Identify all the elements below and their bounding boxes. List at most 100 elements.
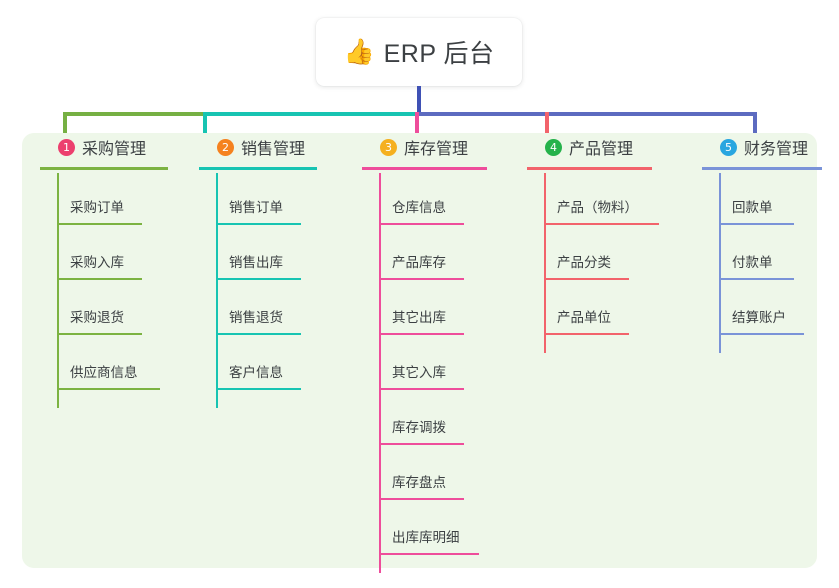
root-node-card[interactable]: 👍 ERP 后台: [316, 18, 522, 86]
column-rule-3: [362, 167, 487, 170]
list-item-label: 产品分类: [557, 255, 611, 270]
list-item-rule: [216, 223, 301, 225]
drop-col-5: [753, 112, 757, 145]
list-item-rule: [544, 333, 629, 335]
list-item[interactable]: 采购入库: [40, 225, 168, 280]
list-item[interactable]: 仓库信息: [362, 170, 487, 225]
list-item-rule: [379, 333, 464, 335]
list-item-rule: [719, 278, 794, 280]
column-items-1: 采购订单采购入库采购退货供应商信息: [40, 170, 168, 390]
column-items-5: 回款单付款单结算账户: [702, 170, 822, 335]
column-title-2: 销售管理: [241, 141, 306, 158]
list-item[interactable]: 结算账户: [702, 280, 822, 335]
column-rule-2: [199, 167, 317, 170]
list-item-rule: [216, 278, 301, 280]
list-item-label: 结算账户: [732, 310, 786, 325]
column-spine-4: [544, 173, 546, 353]
list-item-label: 采购订单: [70, 200, 124, 215]
list-item[interactable]: 产品库存: [362, 225, 487, 280]
list-item-rule: [379, 498, 464, 500]
list-item[interactable]: 销售出库: [199, 225, 317, 280]
list-item-label: 产品（物料）: [557, 200, 638, 215]
column-1: 1 采购管理采购订单采购入库采购退货供应商信息: [40, 133, 168, 408]
list-item[interactable]: 销售订单: [199, 170, 317, 225]
list-item-rule: [57, 388, 160, 390]
list-item-label: 产品单位: [557, 310, 611, 325]
list-item-label: 库存调拨: [392, 420, 446, 435]
column-badge-1: 1: [58, 138, 75, 156]
list-item[interactable]: 销售退货: [199, 280, 317, 335]
column-title-5: 财务管理: [744, 141, 809, 158]
bus-blue: [418, 112, 755, 116]
bus-green: [63, 112, 203, 116]
list-item[interactable]: 库存调拨: [362, 390, 487, 445]
list-item-rule: [57, 278, 142, 280]
drop-col-1: [63, 112, 67, 145]
list-item[interactable]: 产品（物料）: [527, 170, 659, 225]
list-item-label: 出库库明细: [392, 530, 460, 545]
list-item[interactable]: 供应商信息: [40, 335, 168, 390]
root-node-title: ERP 后台: [383, 40, 495, 68]
list-item-rule: [216, 333, 301, 335]
list-item[interactable]: 客户信息: [199, 335, 317, 390]
column-title-3: 库存管理: [404, 141, 469, 158]
column-spine-2: [216, 173, 218, 408]
list-item[interactable]: 产品分类: [527, 225, 652, 280]
list-item-rule: [544, 278, 629, 280]
column-badge-2: 2: [217, 138, 234, 156]
list-item[interactable]: 产品单位: [527, 280, 652, 335]
diagram-panel: 1 采购管理采购订单采购入库采购退货供应商信息 2 销售管理销售订单销售出库销售退货客…: [22, 133, 822, 573]
column-title-4: 产品管理: [569, 141, 634, 158]
list-item[interactable]: 库存盘点: [362, 445, 487, 500]
column-items-4: 产品（物料） 产品分类产品单位: [527, 170, 659, 335]
thumbs-up-icon: 👍: [343, 37, 375, 66]
list-item-rule: [719, 333, 804, 335]
column-5: 5 财务管理回款单付款单结算账户: [702, 133, 822, 353]
list-item-rule: [544, 223, 659, 225]
list-item-label: 销售退货: [229, 310, 283, 325]
list-item-label: 回款单: [732, 200, 773, 215]
column-header-5[interactable]: 5 财务管理: [702, 133, 822, 161]
list-item-label: 销售出库: [229, 255, 283, 270]
bus-teal: [203, 112, 418, 116]
column-header-1[interactable]: 1 采购管理: [40, 133, 168, 161]
column-items-3: 仓库信息产品库存其它出库其它入库库存调拨库存盘点出库库明细: [362, 170, 487, 555]
list-item-rule: [379, 553, 479, 555]
column-rule-4: [527, 167, 652, 170]
list-item-label: 销售订单: [229, 200, 283, 215]
list-item[interactable]: 付款单: [702, 225, 822, 280]
list-item-label: 仓库信息: [392, 200, 446, 215]
drop-col-3: [415, 112, 419, 145]
list-item[interactable]: 回款单: [702, 170, 822, 225]
column-badge-5: 5: [720, 138, 737, 156]
list-item-label: 产品库存: [392, 255, 446, 270]
list-item-label: 其它出库: [392, 310, 446, 325]
list-item-label: 采购入库: [70, 255, 124, 270]
list-item[interactable]: 采购退货: [40, 280, 168, 335]
list-item-label: 库存盘点: [392, 475, 446, 490]
column-spine-3: [379, 173, 381, 573]
column-rule-5: [702, 167, 822, 170]
list-item-rule: [216, 388, 301, 390]
connector-stem: [417, 86, 421, 114]
list-item-rule: [379, 223, 464, 225]
list-item-rule: [379, 278, 464, 280]
list-item-rule: [719, 223, 794, 225]
list-item[interactable]: 采购订单: [40, 170, 168, 225]
column-items-2: 销售订单销售出库销售退货客户信息: [199, 170, 317, 390]
list-item-rule: [57, 333, 142, 335]
list-item[interactable]: 出库库明细: [362, 500, 487, 555]
column-spine-1: [57, 173, 59, 408]
list-item-rule: [379, 443, 464, 445]
drop-col-2: [203, 112, 207, 145]
column-header-2[interactable]: 2 销售管理: [199, 133, 317, 161]
column-title-1: 采购管理: [82, 141, 147, 158]
list-item[interactable]: 其它入库: [362, 335, 487, 390]
list-item[interactable]: 其它出库: [362, 280, 487, 335]
column-spine-5: [719, 173, 721, 353]
list-item-label: 供应商信息: [70, 365, 138, 380]
list-item-rule: [57, 223, 142, 225]
